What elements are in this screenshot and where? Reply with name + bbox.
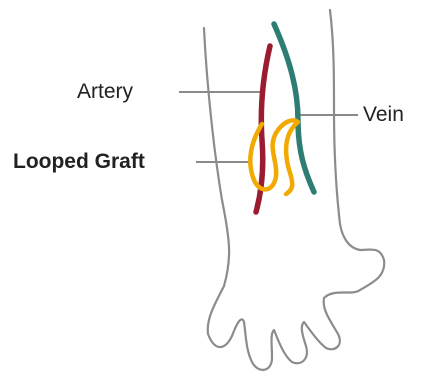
artery-label: Artery	[77, 80, 133, 104]
vein-vessel	[274, 24, 314, 192]
vein-label: Vein	[363, 103, 404, 127]
looped-graft-vessel	[250, 120, 298, 194]
looped-graft-label: Looped Graft	[13, 150, 145, 174]
forearm-hand-outline	[204, 10, 384, 370]
